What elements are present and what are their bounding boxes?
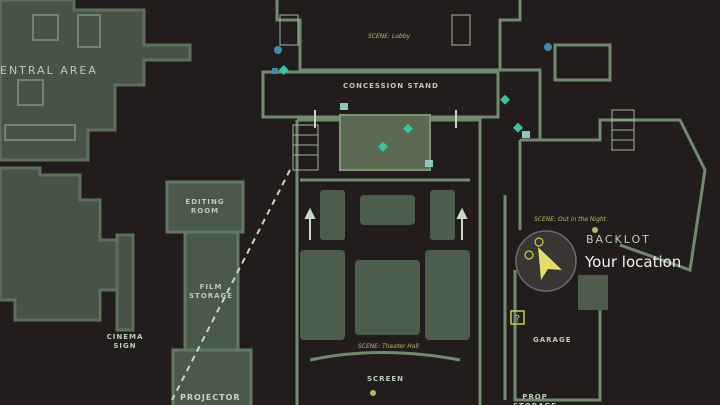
- scene-label-out-in-the-night: SCENE: Out in the Night: [534, 216, 607, 223]
- area-label-cinema-sign: CINEMA SIGN: [106, 333, 144, 350]
- svg-text:?: ?: [515, 314, 520, 325]
- area-label-screen: SCREEN: [367, 375, 404, 383]
- area-label-film-storage: FILM STORAGE: [188, 283, 234, 300]
- scene-label-lobby: SCENE: Lobby: [368, 33, 411, 40]
- area-label-garage: GARAGE: [533, 336, 572, 344]
- seat-rows: [300, 190, 470, 340]
- arrows: [304, 110, 468, 240]
- area-label-editing-room: EDITING ROOM: [185, 198, 225, 215]
- backlot-hatch: [578, 275, 608, 310]
- player-marker: [515, 230, 577, 292]
- area-label-prop-storage: PROP STORAGE: [513, 393, 556, 405]
- area-label-concession: CONCESSION STAND: [343, 82, 439, 90]
- concession-floor: [339, 114, 431, 171]
- scene-sun-icon: [370, 390, 376, 396]
- central-area-rooms: [0, 0, 192, 332]
- stairs: [279, 14, 635, 171]
- area-label-central: ENTRAL AREA: [0, 64, 98, 77]
- your-location-label: Your location: [585, 253, 682, 271]
- scene-label-theater-hall: SCENE: Theater Hall: [358, 343, 419, 350]
- west-wing-rooms: [165, 180, 253, 405]
- area-label-backlot: BACKLOT: [586, 233, 651, 246]
- scene-sun-icon: [592, 227, 598, 233]
- mystery-item-icon: [510, 310, 525, 325]
- player-arrow-icon: [538, 247, 562, 280]
- area-label-projector: PROJECTOR: [180, 393, 241, 402]
